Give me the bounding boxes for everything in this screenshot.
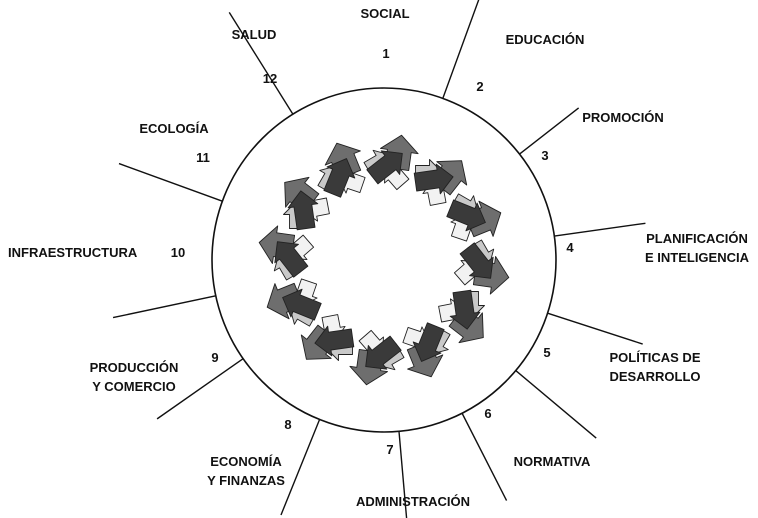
sector-label: SOCIAL [360, 6, 409, 21]
sector-number: 5 [543, 345, 550, 360]
sector-number: 11 [196, 150, 210, 165]
wheel-circle [211, 87, 557, 433]
sector-label-line: ADMINISTRACIÓN [356, 494, 470, 509]
sector-label-line: EDUCACIÓN [506, 32, 585, 47]
sector-number: 12 [263, 71, 277, 86]
dark-arrow [314, 325, 355, 357]
arrow-ring [258, 134, 510, 386]
spoke-line [398, 431, 408, 518]
sector-number: 6 [484, 406, 491, 421]
sector-labels: SOCIAL EDUCACIÓN PROMOCIÓN PLANIFICACIÓN E I… [8, 6, 750, 509]
sector-label-line: DESARROLLO [610, 369, 701, 384]
dark-arrow [287, 190, 319, 231]
sector-label-line: INFRAESTRUCTURA [8, 245, 138, 260]
dark-arrow [446, 199, 486, 232]
spoke-line [112, 295, 216, 319]
dark-arrow [282, 288, 322, 321]
sector-number: 4 [566, 240, 574, 255]
sector-number: 2 [476, 79, 483, 94]
sector-label-line: PRODUCCIÓN [90, 360, 179, 375]
sector-label: ADMINISTRACIÓN [356, 494, 470, 509]
spoke-line [156, 358, 244, 420]
sector-label-line: E INTELIGENCIA [645, 250, 750, 265]
sector-label-line: POLÍTICAS DE [609, 350, 700, 365]
dark-arrow [366, 150, 403, 185]
spoke-line [118, 162, 223, 202]
spoke-line [442, 0, 480, 99]
spokes [112, 0, 646, 518]
sector-label-line: NORMATIVA [514, 454, 591, 469]
spoke-line [228, 11, 294, 115]
sector-number: 9 [211, 350, 218, 365]
dark-arrow [365, 335, 402, 370]
sector-label: ECONOMÍA Y FINANZAS [207, 454, 285, 488]
dark-arrow [449, 289, 481, 330]
spoke-line [519, 107, 580, 155]
sector-label: ECOLOGÍA [139, 121, 209, 136]
sector-number: 10 [171, 245, 185, 260]
sector-label-line: SALUD [232, 27, 277, 42]
sector-number: 7 [386, 442, 393, 457]
dark-arrow [413, 163, 454, 195]
spoke-line [547, 312, 643, 345]
dark-arrow [274, 241, 309, 278]
sector-label-line: SOCIAL [360, 6, 409, 21]
spoke-line [461, 412, 508, 501]
spoke-line [515, 370, 597, 439]
sector-label-line: PROMOCIÓN [582, 110, 664, 125]
sector-label: PLANIFICACIÓN E INTELIGENCIA [645, 231, 750, 265]
dark-arrow [459, 242, 494, 279]
sector-label: PRODUCCIÓN Y COMERCIO [90, 360, 179, 394]
sector-number: 1 [382, 46, 389, 61]
sector-label-line: Y FINANZAS [207, 473, 285, 488]
sector-label: INFRAESTRUCTURA [8, 245, 138, 260]
sector-label-line: ECOLOGÍA [139, 121, 209, 136]
sector-label: SALUD [232, 27, 277, 42]
sector-label: NORMATIVA [514, 454, 591, 469]
sector-label: EDUCACIÓN [506, 32, 585, 47]
sector-label: POLÍTICAS DE DESARROLLO [609, 350, 700, 384]
sector-label: PROMOCIÓN [582, 110, 664, 125]
sector-label-line: Y COMERCIO [92, 379, 176, 394]
spoke-line [280, 419, 321, 516]
sector-number: 8 [284, 417, 291, 432]
spoke-line [554, 222, 646, 237]
sector-number: 3 [541, 148, 548, 163]
sector-label-line: PLANIFICACIÓN [646, 231, 748, 246]
dark-arrow [323, 158, 356, 198]
sector-label-line: ECONOMÍA [210, 454, 282, 469]
dark-arrow [412, 322, 445, 362]
